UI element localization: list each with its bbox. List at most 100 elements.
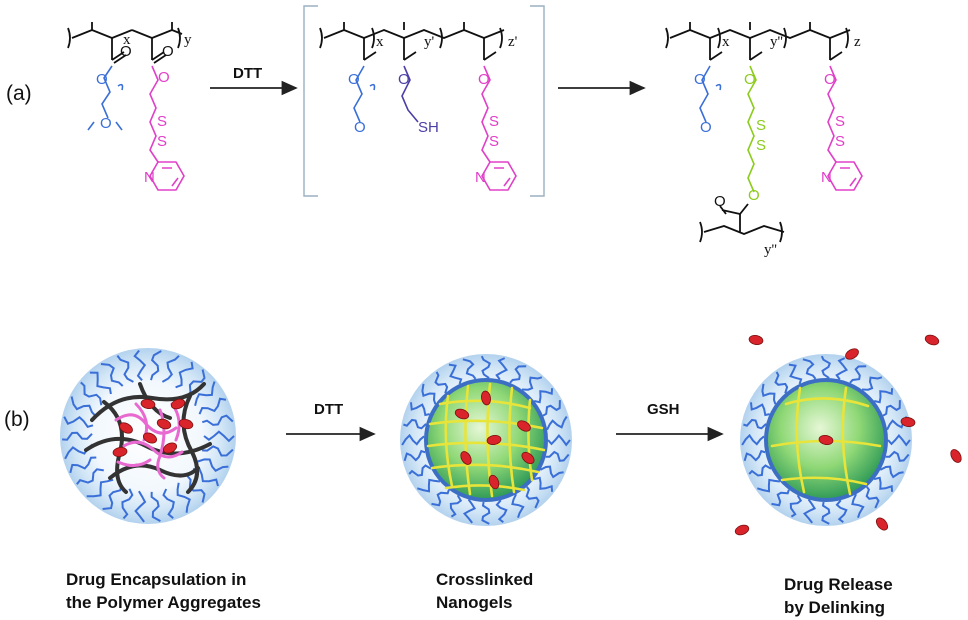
peg-chain [849,365,867,384]
peg-chain [821,501,831,525]
mol1-subscript-x: x [123,32,131,48]
mol2-ester-o-pds: O [478,71,490,88]
peg-chain [176,482,191,513]
peg-chain [861,376,883,391]
mol3-crosslink-s-1: S [756,117,766,134]
peg-chain [431,489,450,507]
peg-chain [542,400,561,417]
peg-chain [201,414,234,426]
peg-chain [887,434,911,447]
polymer-structure-3: x y'' z O O O S S O O y'' O S S N [665,22,863,258]
peg-chain [789,494,803,518]
peg-chain [546,416,568,431]
arrow-label-dtt-b: DTT [314,401,343,418]
peg-chain [175,361,194,389]
peg-chain [761,383,777,405]
peg-chain [750,402,770,417]
peg-chain [757,478,781,493]
peg-chain [480,355,492,379]
mol3-lower-carbonyl-o: O [714,193,726,210]
peg-chain [86,478,114,498]
peg-chain [403,449,426,462]
drug-molecule [486,435,502,445]
pyridyl-disulfide-chain [149,65,185,191]
peg-chain [521,376,543,391]
caption-stage1-line2: the Polymer Aggregates [66,593,261,612]
mol3-crosslink-s-2: S [756,137,766,154]
peg-chain [525,486,540,509]
drug-molecule [950,449,962,463]
drug-molecule [454,408,470,420]
mol1-peg-end-o: O [100,115,112,132]
mol3-ester-o-pds: O [824,71,836,88]
mol2-pyridine-n: N [475,169,486,186]
bracket-left [303,5,318,197]
drug-molecule [845,348,859,360]
polymer-aggregate [60,348,236,524]
mol3-s-1: S [835,113,845,130]
drug-molecule [170,398,186,410]
peg-chain [533,476,554,492]
caption-stage1-line1: Drug Encapsulation in [66,570,246,589]
mol2-ester-o-thiol: O [398,71,410,88]
mol1-s-1: S [157,113,167,130]
peg-chain [421,383,437,405]
mol3-ester-o-peg: O [694,71,706,88]
peg-chain [774,371,789,394]
mol2-peg-end-o: O [354,119,366,136]
drug-molecule [488,474,500,490]
peg-chain [417,478,441,493]
peg-chain [495,357,509,381]
peg-chain [408,464,432,477]
caption-stage3-line1: Drug Release [784,575,893,594]
drug-molecule [178,418,194,430]
mol2-subscript-z: z' [508,34,518,50]
mol1-s-2: S [157,133,167,150]
peg-chain [76,468,104,485]
peg-chain [873,476,894,492]
peg-chain [121,488,134,520]
crosslinked-nanogel [400,354,572,526]
peg-chain [100,363,124,387]
caption-stage2-line1: Crosslinked [436,570,533,589]
peg-chain [134,490,147,523]
drug-molecule [481,390,491,406]
peg-chain [788,363,803,385]
delinked-nanogel [734,334,962,536]
peg-chain [802,498,817,524]
peg-chain [150,350,162,381]
peg-chain [462,498,477,524]
mol2-thiol-sh: SH [418,119,439,136]
peg-chain [449,494,463,518]
mol2-subscript-y: y' [424,34,435,50]
drug-molecule [460,451,472,465]
drug-molecule [119,422,133,434]
panel-a-label: (a) [6,82,32,105]
drug-molecule [748,335,764,345]
peg-chain [511,493,525,519]
peg-chain [495,499,508,523]
drug-molecule [875,517,889,531]
mol1-ester-o-peg: O [96,71,108,88]
peg-chain [539,465,564,479]
mol3-subscript-y: y'' [770,34,783,50]
drug-molecule [162,442,178,454]
drug-molecule [734,524,750,536]
peg-chain [545,450,570,462]
peg-chain [743,449,766,462]
mol1-pyridine-n: N [144,169,155,186]
peg-chain [533,388,554,404]
mol1-ester-o-pds: O [158,69,170,86]
peg-chain [186,475,206,503]
peg-chain [162,488,175,519]
arrow-label-dtt-a: DTT [233,65,262,82]
peg-chain [851,493,865,519]
disulfide-crosslink [747,65,757,193]
peg-chain [820,355,832,379]
peg-chain [194,381,216,406]
peg-chain [63,416,94,428]
peg-chain [80,381,103,406]
drug-molecule [140,399,156,409]
peg-chain [885,450,910,462]
